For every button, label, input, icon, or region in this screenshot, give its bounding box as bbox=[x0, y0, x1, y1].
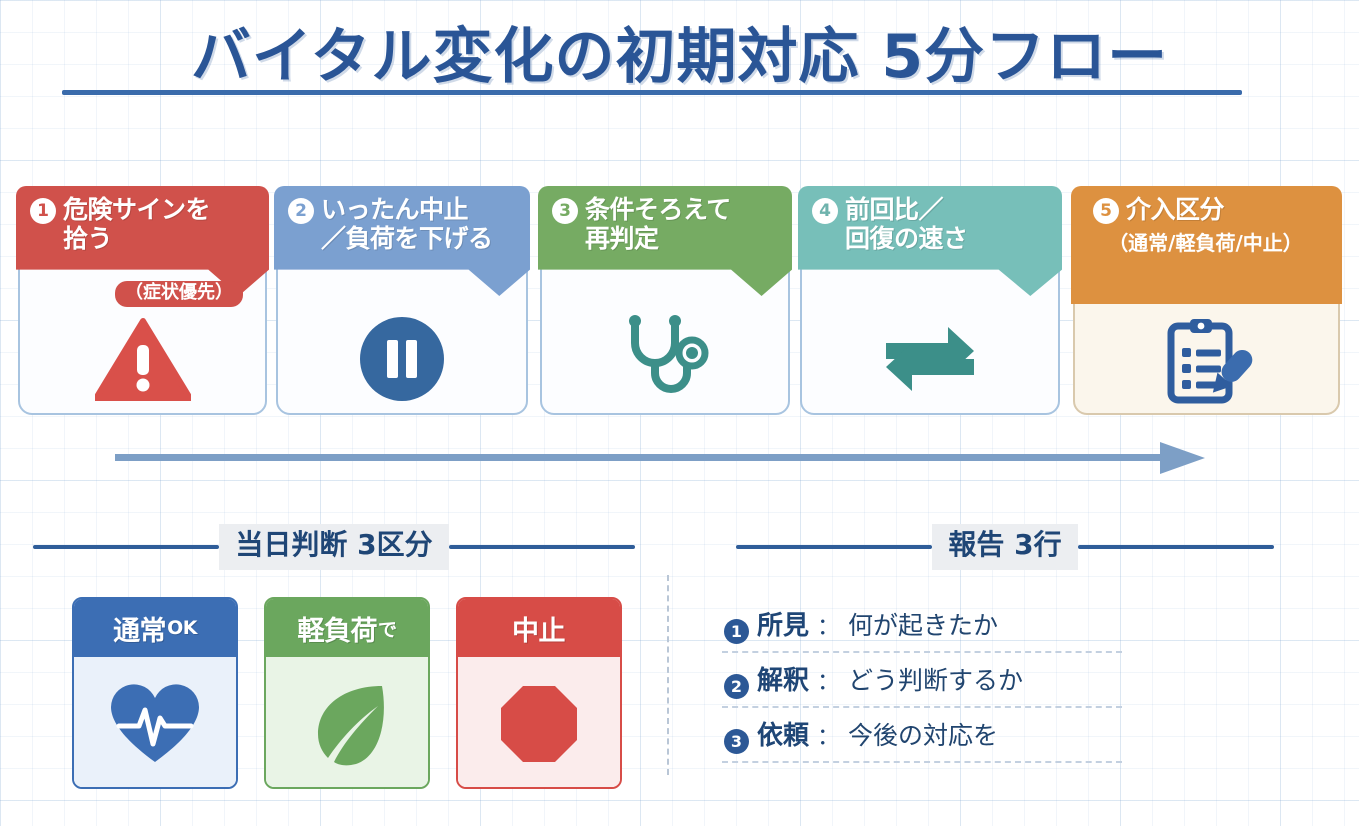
step-sublabel: （通常/軽負荷/中止） bbox=[1108, 231, 1303, 255]
report-row-separator: ： bbox=[817, 614, 841, 640]
flow-step-4-banner: 4 前回比／ 回復の速さ bbox=[798, 186, 1062, 296]
report-row[interactable]: 3 依頼 ： 今後の対応を bbox=[722, 708, 1122, 763]
step-number: 1 bbox=[30, 198, 56, 224]
process-direction-arrow bbox=[115, 440, 1205, 476]
clipboard-pen-icon bbox=[1073, 315, 1340, 409]
report-row-separator: ： bbox=[817, 724, 841, 750]
flow-step-3[interactable]: 3 条件そろえて 再判定 bbox=[538, 186, 792, 415]
section-divider bbox=[667, 575, 669, 775]
judgement-card-light-load-header: 軽負荷で bbox=[266, 599, 428, 657]
step-label: 前回比／ 回復の速さ bbox=[845, 195, 968, 253]
step-label: いったん中止 ／負荷を下げる bbox=[321, 195, 493, 253]
flow-step-4[interactable]: 4 前回比／ 回復の速さ bbox=[798, 186, 1062, 415]
flow-step-2[interactable]: 2 いったん中止 ／負荷を下げる bbox=[274, 186, 530, 415]
report-row-number: 1 bbox=[724, 619, 749, 644]
report-row[interactable]: 1 所見 ： 何が起きたか bbox=[722, 598, 1122, 653]
report-row-value: 今後の対応を bbox=[848, 721, 999, 750]
report-row-key: 依頼 bbox=[757, 721, 810, 751]
step-number: 4 bbox=[812, 198, 838, 224]
warning-triangle-icon bbox=[18, 309, 267, 409]
report-row-key: 所見 bbox=[757, 611, 810, 641]
report-row[interactable]: 2 解釈 ： どう判断するか bbox=[722, 653, 1122, 708]
flow-step-5[interactable]: 5 介入区分 （通常/軽負荷/中止） bbox=[1071, 186, 1342, 415]
flow-step-5-banner: 5 介入区分 （通常/軽負荷/中止） bbox=[1071, 186, 1342, 304]
title-underline bbox=[62, 90, 1242, 95]
heart-pulse-icon bbox=[74, 657, 236, 787]
report-row-number: 3 bbox=[724, 729, 749, 754]
report-row-number: 2 bbox=[724, 674, 749, 699]
step-number: 3 bbox=[552, 198, 578, 224]
step-label: 条件そろえて 再判定 bbox=[585, 195, 731, 253]
report-row-value: どう判断するか bbox=[848, 666, 1024, 695]
step-label: 介入区分 bbox=[1126, 195, 1225, 224]
step-number: 5 bbox=[1093, 198, 1119, 224]
report-row-value: 何が起きたか bbox=[848, 611, 999, 640]
report-row-key: 解釈 bbox=[757, 666, 810, 696]
flow-step-1-banner: 1 危険サインを 拾う bbox=[16, 186, 269, 296]
stethoscope-icon bbox=[540, 309, 790, 409]
judgement-card-stop-header: 中止 bbox=[458, 599, 620, 657]
judgement-card-stop[interactable]: 中止 bbox=[456, 597, 622, 789]
judgement-card-light-load[interactable]: 軽負荷で bbox=[264, 597, 430, 789]
report-heading: 報告 3行 bbox=[932, 524, 1078, 570]
step-number: 2 bbox=[288, 198, 314, 224]
pause-circle-icon bbox=[276, 309, 528, 409]
step-label: 危険サインを 拾う bbox=[63, 195, 211, 253]
octagon-stop-icon bbox=[458, 657, 620, 787]
page-title: バイタル変化の初期対応 5分フロー bbox=[190, 22, 1169, 92]
judgement-section-header: 当日判断 3区分 bbox=[33, 524, 635, 570]
report-rows: 1 所見 ： 何が起きたか 2 解釈 ： どう判断するか 3 依頼 ： 今後の対… bbox=[722, 598, 1122, 763]
leaf-icon bbox=[266, 657, 428, 787]
flow-step-1[interactable]: 1 危険サインを 拾う （症状優先） bbox=[16, 186, 269, 415]
exchange-arrows-icon bbox=[800, 309, 1060, 409]
judgement-heading: 当日判断 3区分 bbox=[219, 524, 449, 570]
flow-steps-row: 1 危険サインを 拾う （症状優先） bbox=[0, 185, 1359, 415]
flow-step-2-banner: 2 いったん中止 ／負荷を下げる bbox=[274, 186, 530, 296]
step-sublabel: （症状優先） bbox=[115, 281, 243, 307]
report-section-header: 報告 3行 bbox=[690, 524, 1320, 570]
report-row-separator: ： bbox=[817, 669, 841, 695]
flow-step-3-banner: 3 条件そろえて 再判定 bbox=[538, 186, 792, 296]
